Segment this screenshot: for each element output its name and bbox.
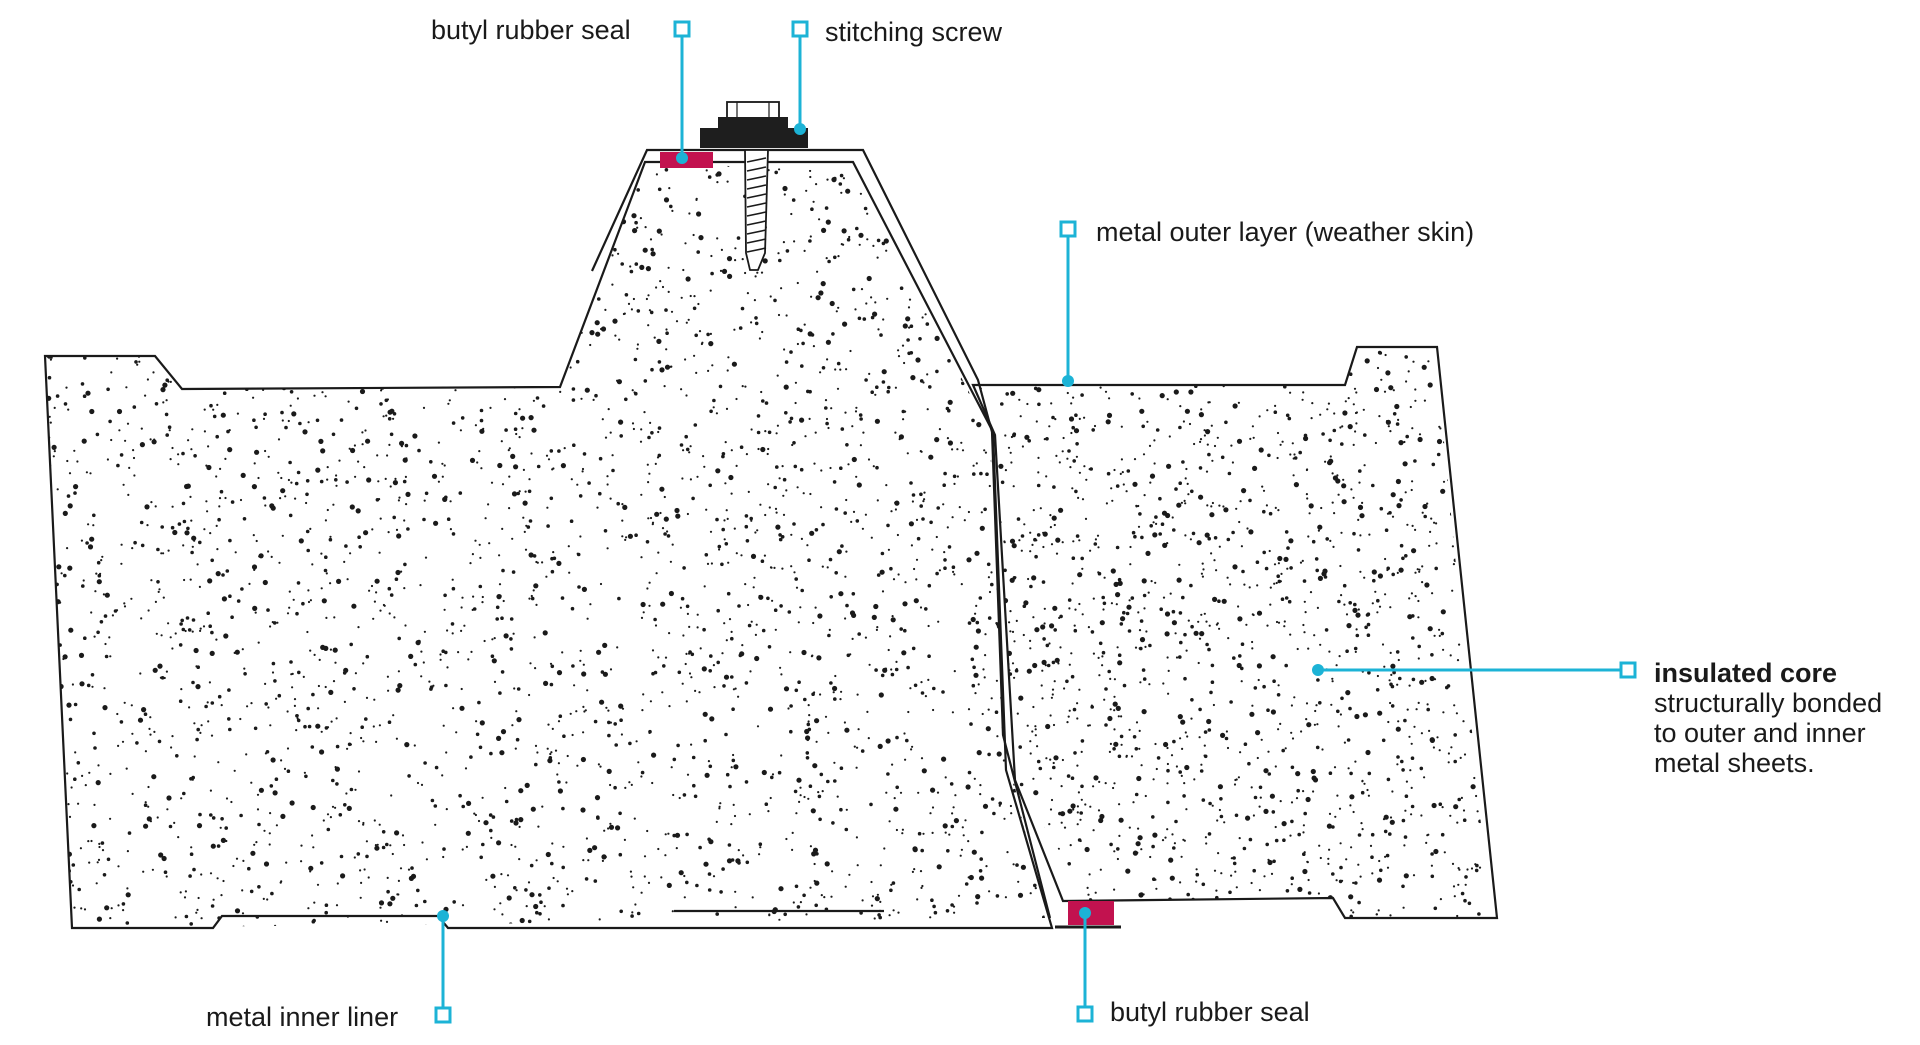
marker-butyl-bottom [1078,1007,1092,1021]
marker-butyl-top [675,22,689,36]
anchor-dot-stitching-screw [794,123,806,135]
label-butyl-rubber-seal-top: butyl rubber seal [431,14,631,46]
anchor-dot-inner-liner [437,910,449,922]
marker-stitching-screw [793,22,807,36]
left-panel-outline [45,162,1052,928]
anchor-dot-butyl-top [676,152,688,164]
label-metal-inner-liner: metal inner liner [206,1001,398,1033]
right-panel-outline [973,347,1497,918]
anchor-dot-insulated-core [1312,664,1324,676]
label-metal-outer-layer: metal outer layer (weather skin) [1096,216,1474,248]
label-butyl-rubber-seal-bottom: butyl rubber seal [1110,996,1310,1028]
insulated-core-foam-right [968,344,1501,923]
metal-outer-layer [592,150,1050,918]
label-stitching-screw: stitching screw [825,16,1002,48]
anchor-dot-outer-layer [1062,375,1074,387]
marker-inner-liner [436,1008,450,1022]
insulated-core-desc-line-2: to outer and inner [1654,718,1882,748]
insulated-core-foam-left [44,158,1057,932]
insulated-core-title: insulated core [1654,658,1882,688]
label-insulated-core: insulated core structurally bonded to ou… [1654,658,1882,778]
marker-insulated-core [1621,663,1635,677]
anchor-dot-butyl-bottom [1079,907,1091,919]
marker-outer-layer [1061,222,1075,236]
insulated-core-desc-line-3: metal sheets. [1654,748,1882,778]
stitching-screw [700,102,808,270]
insulated-core-desc-line-1: structurally bonded [1654,688,1882,718]
